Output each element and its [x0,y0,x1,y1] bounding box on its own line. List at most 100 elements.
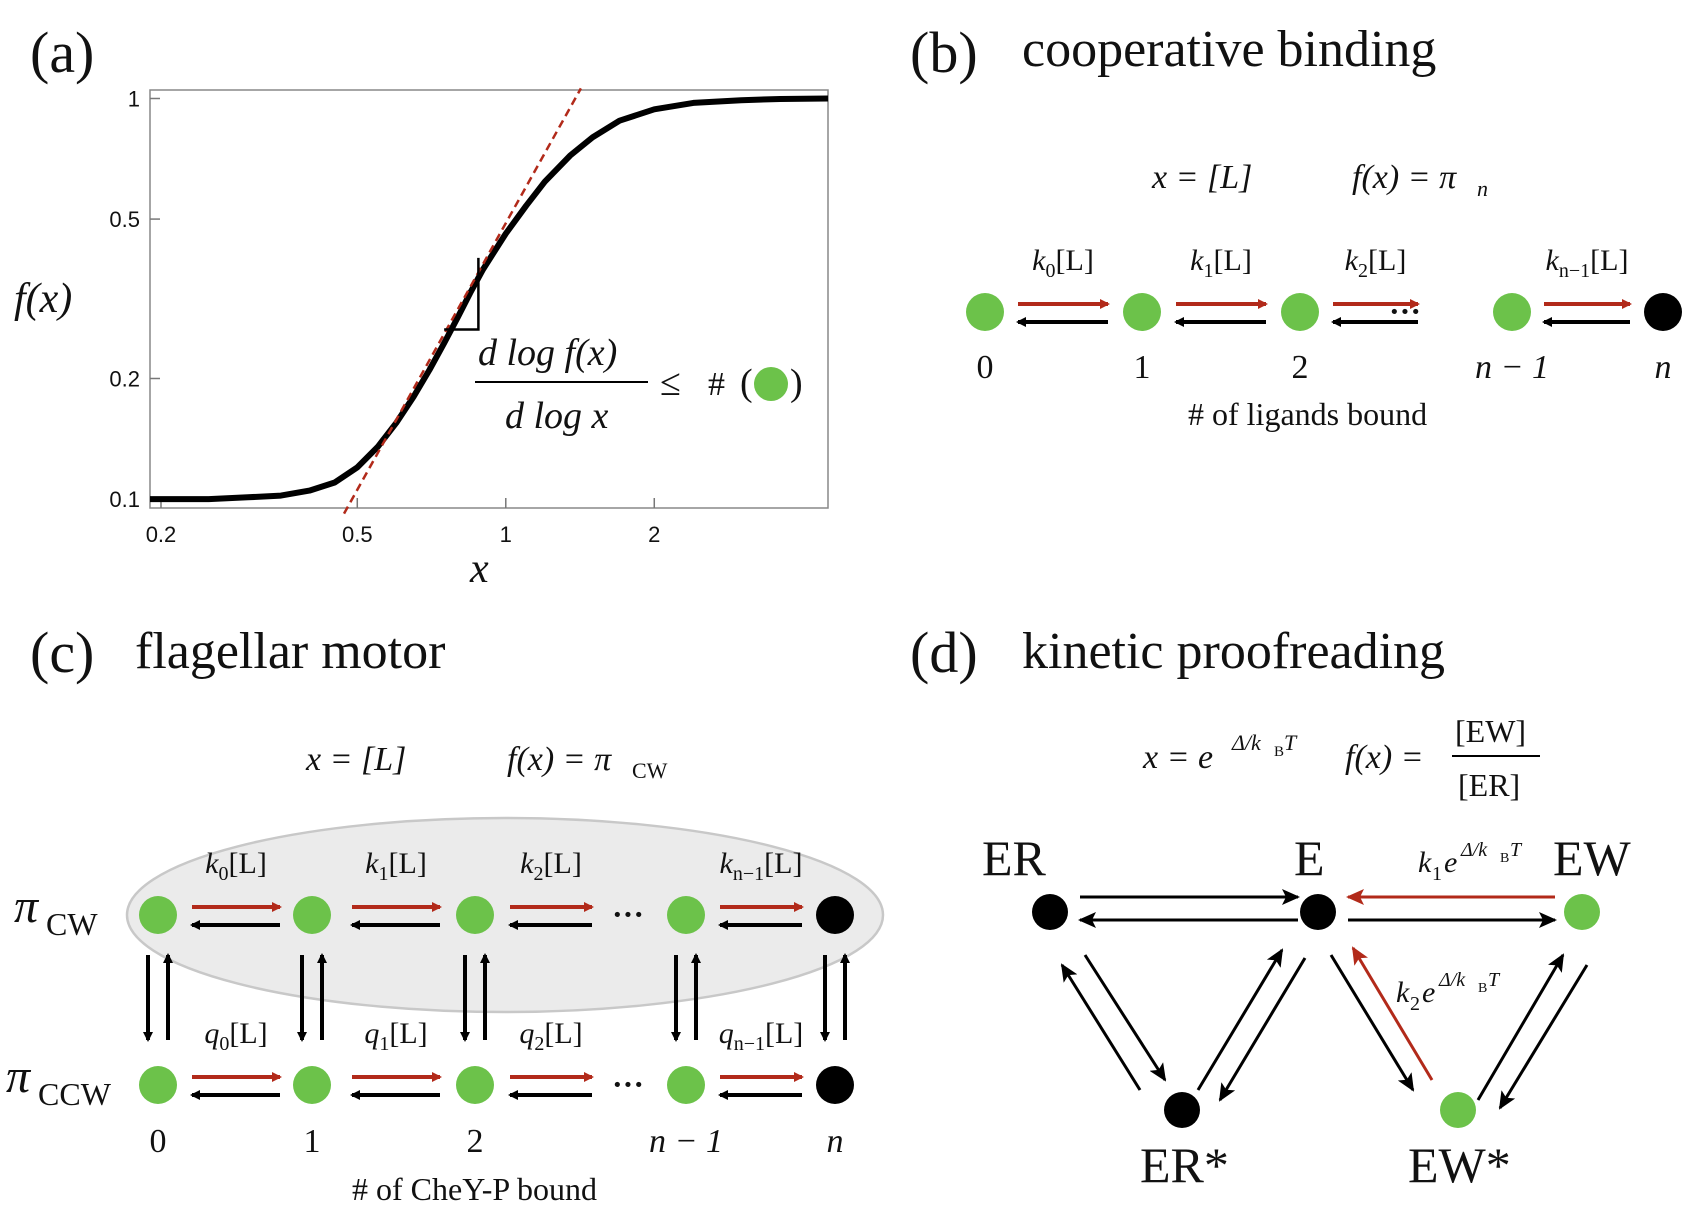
state-index: n [1655,349,1672,386]
cw-state-node [667,896,705,934]
y-tick-label: 0.2 [109,366,140,391]
rate1-exp: Δ/k [1460,839,1488,861]
state-index: 0 [150,1123,167,1160]
panel-d-f-num: [EW] [1455,713,1526,749]
panel-b: (b) cooperative binding x = [L] f(x) = π… [910,20,1682,432]
x-tick-label: 0.5 [342,522,373,547]
tangent-line [342,87,582,515]
arrow-ews-to-ew [1476,953,1565,1101]
rate1-k: k [1418,846,1432,879]
formula-paren-open: ( [740,362,753,404]
rate1-sub: 1 [1432,863,1442,885]
state-node [1123,293,1161,331]
panel-b-f-def: f(x) = π [1352,159,1457,196]
arrow-ews-to-e [1351,946,1434,1081]
rate-label: qn−1[L] [719,1017,804,1055]
y-tick-label: 0.5 [109,207,140,232]
rate-label: q0[L] [204,1017,267,1055]
plot-frame [149,89,829,509]
cw-state-node [139,896,177,934]
node-label-er: ER [982,830,1047,886]
state-index: 1 [304,1123,321,1160]
node-er [1032,894,1068,930]
row-label-ccw: π [6,1050,32,1103]
state-node [966,293,1004,331]
x-tick-label: 2 [648,522,660,547]
node-ew [1564,894,1600,930]
panel-d-f-den: [ER] [1458,767,1520,803]
panel-c-f-def: f(x) = π [507,741,612,778]
rate-label: k2[L] [1345,244,1407,282]
y-axis-label: f(x) [14,276,72,322]
state-node [1493,293,1531,331]
panel-b-footer: # of ligands bound [1188,396,1427,432]
chain-ellipsis-bottom: ··· [612,1066,644,1102]
panel-c: (c) flagellar motor x = [L] f(x) = π CW … [6,620,885,1207]
rate2-exp: Δ/k [1438,969,1466,991]
panel-c-title: flagellar motor [135,623,445,680]
rate-label: kn−1[L] [1546,244,1629,282]
cw-state-node [816,896,854,934]
node-label-ew: EW [1553,830,1632,886]
node-er-star [1164,1092,1200,1128]
panel-c-footer: # of CheY-P bound [352,1171,597,1207]
rate2-exp-sub: B [1478,981,1487,996]
rate2-k: k [1396,976,1410,1009]
arrow-e-to-ers [1218,957,1307,1102]
state-index: 0 [977,349,994,386]
node-e [1300,894,1336,930]
arrow-ers-to-er [1060,963,1142,1091]
ccw-state-node [139,1066,177,1104]
rate-label: k0[L] [1032,244,1094,282]
cw-state-node [456,896,494,934]
x-tick-label: 0.2 [146,522,177,547]
rate-label: k2[L] [520,847,582,885]
rate-label: k0[L] [205,847,267,885]
plot-area [150,87,829,515]
arrow-er-to-ers [1083,954,1167,1082]
node-label-er-star: ER* [1140,1137,1229,1193]
state-index: 1 [1134,349,1151,386]
rate2-sub: 2 [1410,993,1420,1015]
rate1-exp-t: T [1510,839,1523,861]
state-node [1644,293,1682,331]
y-tick-label: 1 [128,86,140,111]
state-index: 2 [467,1123,484,1160]
rate-label: k1[L] [1190,244,1252,282]
panel-b-x-def: x = [L] [1151,159,1252,196]
panel-c-f-sub: CW [632,758,668,783]
chain-ellipsis-top: ··· [612,896,644,932]
node-label-e: E [1294,830,1325,886]
state-index: 2 [1292,349,1309,386]
panel-b-f-sub: n [1477,176,1488,201]
panel-b-title: cooperative binding [1022,21,1436,78]
formula-numerator: d log f(x) [478,332,617,374]
rate2-exp-t: T [1488,969,1501,991]
node-label-ew-star: EW* [1408,1137,1511,1193]
rate1-e: e [1444,846,1457,879]
formula-denominator: d log x [505,395,609,437]
formula-green-node [754,367,788,401]
rate-label: q2[L] [519,1017,582,1055]
rate-label: k1[L] [365,847,427,885]
response-curve [150,95,829,503]
x-axis-label: x [469,546,489,592]
panel-a-tag: (a) [30,20,94,85]
arrow-ers-to-e [1196,948,1284,1091]
state-index: n − 1 [1475,349,1549,386]
ccw-state-node [816,1066,854,1104]
panel-b-tag: (b) [910,20,978,85]
ccw-state-node [667,1066,705,1104]
panel-d-x-exp: Δ/k [1231,730,1262,755]
rate2-e: e [1422,976,1435,1009]
panel-d-f-def: f(x) = [1345,739,1424,776]
arrow-ew-to-ews [1498,964,1589,1110]
arrow-e-to-ews [1329,954,1415,1092]
panel-c-tag: (c) [30,620,94,685]
state-index: n [827,1123,844,1160]
ccw-state-node [456,1066,494,1104]
row-label-cw-sub: CW [46,906,98,942]
